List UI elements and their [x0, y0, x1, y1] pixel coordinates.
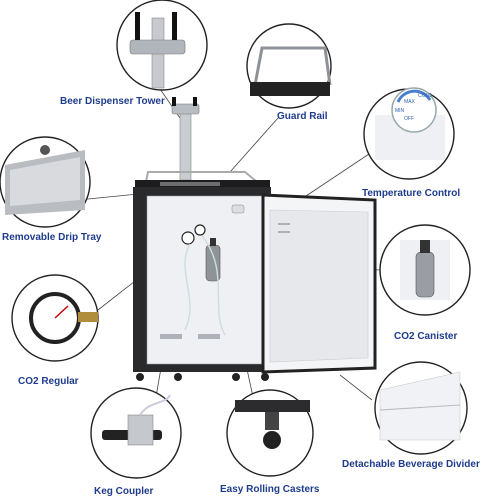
callout-guard-rail — [246, 23, 332, 109]
dial-max: MAX — [404, 99, 416, 105]
label-detachable-beverage-divider: Detachable Beverage Divider — [342, 459, 480, 470]
kegerator — [133, 97, 377, 381]
callout-beer-tower — [116, 0, 208, 91]
label-co2-regular: CO2 Regular — [18, 376, 79, 387]
label-easy-rolling-casters: Easy Rolling Casters — [220, 484, 320, 495]
label-beer-dispenser-tower: Beer Dispenser Tower — [60, 96, 165, 107]
callout-temp-control: MAX MIN OFF COLD — [363, 87, 455, 180]
callout-casters — [226, 389, 314, 477]
callout-co2-regulator — [11, 274, 99, 362]
callout-beverage-divider — [374, 361, 468, 455]
label-keg-coupler: Keg Coupler — [94, 486, 154, 497]
dial-cold: COLD — [418, 93, 432, 99]
dial-min: MIN — [395, 108, 405, 114]
callout-keg-coupler — [90, 387, 182, 479]
callout-co2-canister — [379, 224, 471, 316]
label-temperature-control: Temperature Control — [362, 188, 461, 199]
label-removable-drip-tray: Removable Drip Tray — [2, 232, 102, 243]
label-guard-rail: Guard Rail — [277, 111, 328, 122]
label-co2-canister: CO2 Canister — [394, 331, 458, 342]
callout-drip-tray — [0, 136, 91, 228]
dial-off: OFF — [404, 116, 414, 122]
